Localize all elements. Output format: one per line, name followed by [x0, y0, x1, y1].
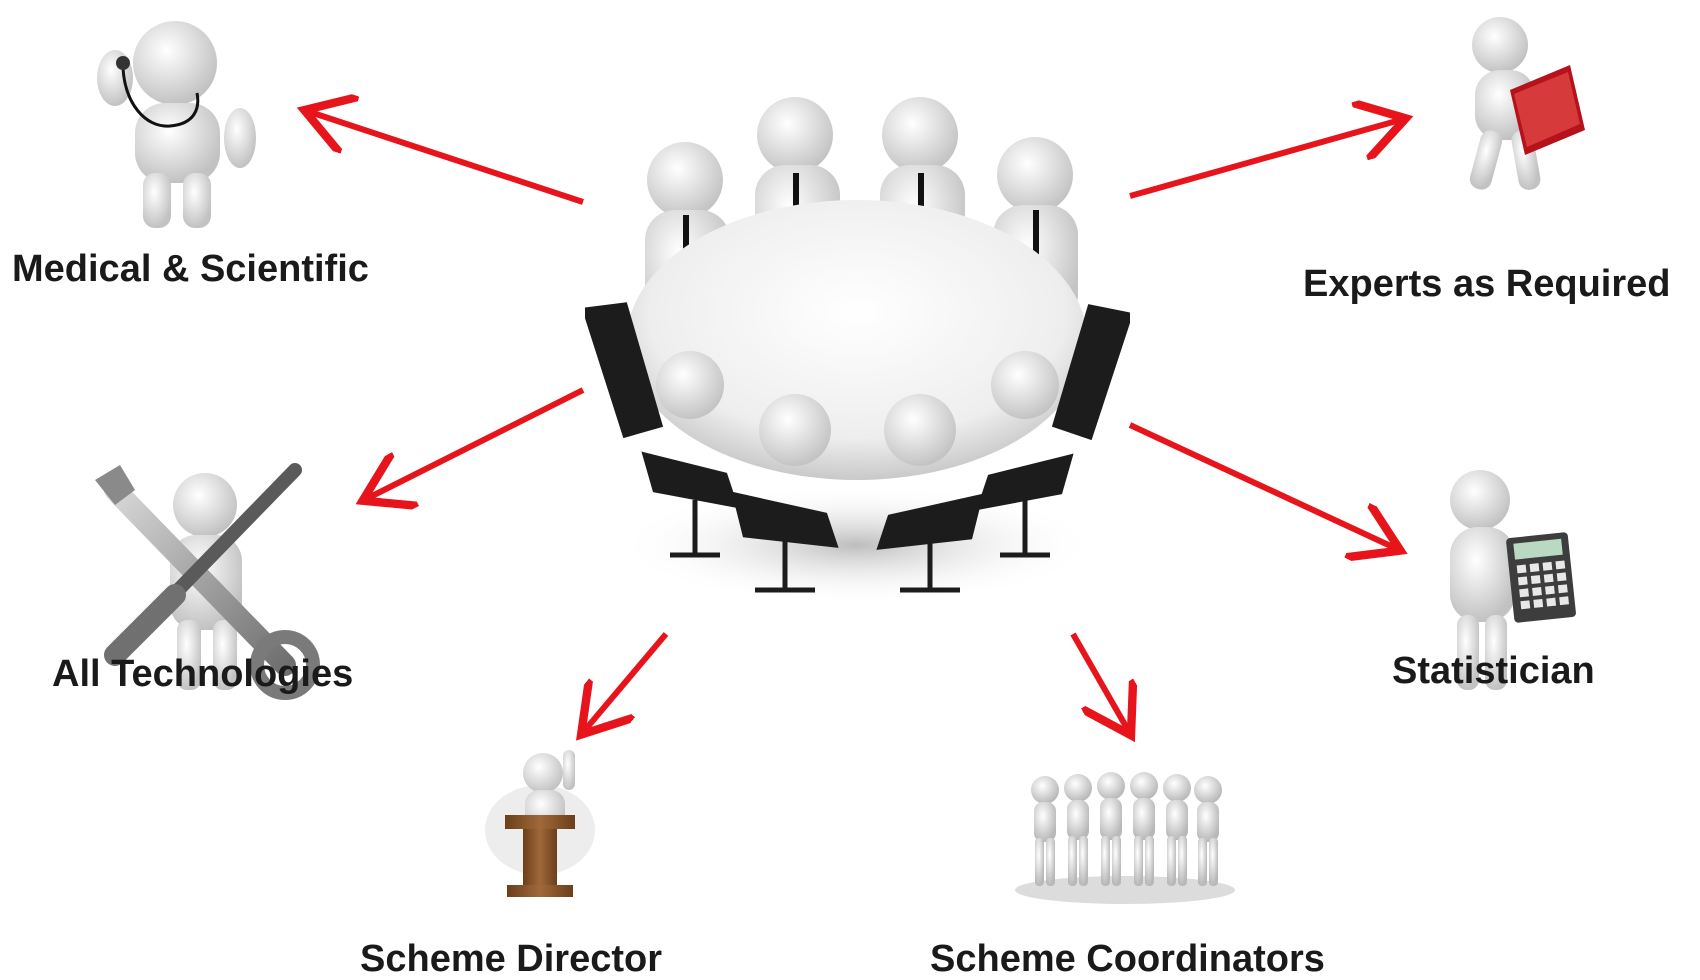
podium-speaker-icon	[485, 745, 615, 905]
statistician-label: Statistician	[1392, 650, 1595, 692]
reading-book-icon	[1440, 10, 1600, 210]
arrow-to-director	[585, 632, 669, 730]
doctor-stethoscope-icon	[75, 8, 270, 228]
wrench-screwdriver-icon	[85, 460, 325, 710]
arrow-to-experts	[1129, 120, 1400, 199]
meeting-table-icon	[585, 95, 1130, 615]
arrow-to-medical	[310, 112, 584, 205]
director-label: Scheme Director	[360, 938, 663, 980]
calculator-icon	[1425, 465, 1585, 695]
arrow-to-coordinators	[1070, 632, 1128, 730]
arrow-to-tech	[368, 387, 585, 498]
medical-label: Medical & Scientific	[12, 248, 369, 290]
coordinators-label: Scheme Coordinators	[930, 938, 1325, 980]
arrow-to-statistician	[1128, 422, 1395, 548]
group-people-icon	[1010, 760, 1240, 910]
experts-label: Experts as Required	[1303, 263, 1671, 305]
tech-label: All Technologies	[52, 653, 354, 695]
